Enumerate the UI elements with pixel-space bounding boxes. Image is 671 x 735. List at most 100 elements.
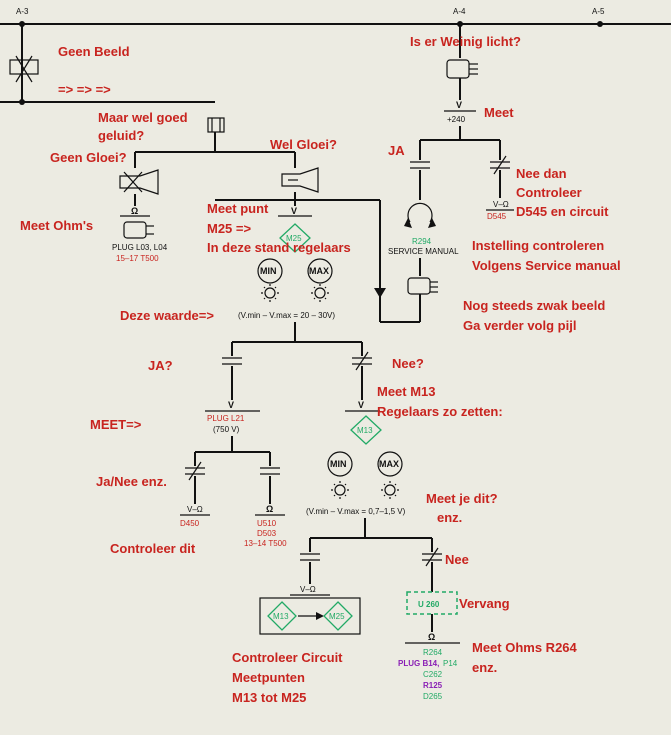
max-knob-2: MAX <box>377 451 403 477</box>
v-symbol-1: V <box>456 100 462 110</box>
note-deze-waarde: Deze waarde=> <box>120 308 214 323</box>
note-instelling: Instelling controleren <box>472 238 604 253</box>
plug-icon <box>207 117 225 133</box>
top-bus <box>0 21 671 105</box>
arrow-down-icon <box>374 288 386 298</box>
plus240: +240 <box>447 115 466 124</box>
crossed-lamp-icon <box>119 169 159 195</box>
note-regelaars-zo: Regelaars zo zetten: <box>377 404 503 419</box>
label-a4: A-4 <box>453 7 466 16</box>
note-nee-q: Nee? <box>392 356 424 371</box>
omega-3: Ω <box>428 632 435 642</box>
svg-text:MAX: MAX <box>379 459 399 469</box>
lamp-icon-top-right <box>446 59 478 79</box>
min-knob-1: MIN <box>257 258 283 284</box>
note-meet-m13: Meet M13 <box>377 384 436 399</box>
lamp-icon-center <box>281 167 319 193</box>
v-symbol-2: V <box>291 206 297 216</box>
note-nee-2: Nee <box>445 552 469 567</box>
light-icon-3 <box>331 481 349 499</box>
m13-m25-box: M13 M25 <box>259 597 361 635</box>
note-maar-wel-goed: Maar wel goed <box>98 110 188 125</box>
note-volgens-service: Volgens Service manual <box>472 258 621 273</box>
crossed-tube-icon <box>9 55 39 83</box>
note-m13-tot-m25: M13 tot M25 <box>232 690 306 705</box>
d265-code: D265 <box>423 692 443 701</box>
note-in-deze-stand: In deze stand regelaars <box>207 240 351 255</box>
omega-1: Ω <box>131 206 138 216</box>
svg-text:M25: M25 <box>329 612 345 621</box>
note-wel-gloei: Wel Gloei? <box>270 137 337 152</box>
m13-diamond-1: M13 <box>350 415 382 445</box>
omega-2: Ω <box>266 504 273 514</box>
note-meet-ohms: Meet Ohm's <box>20 218 93 233</box>
v-symbol-3: V <box>228 400 234 410</box>
potentiometer-icon <box>404 202 436 228</box>
svg-text:MIN: MIN <box>330 459 347 469</box>
plug-b14-code: PLUG B14, <box>398 659 439 668</box>
svg-text:MAX: MAX <box>309 266 329 276</box>
service-manual-tag: SERVICE MANUAL <box>388 247 459 256</box>
note-controleer-dit: Controleer dit <box>110 541 196 556</box>
note-ja-q: JA? <box>148 358 173 373</box>
note-meet-ohms-r264: Meet Ohms R264 <box>472 640 578 655</box>
d545-code: D545 <box>487 212 507 221</box>
svg-text:MIN: MIN <box>260 266 277 276</box>
note-nee-dan: Nee dan <box>516 166 567 181</box>
u260-box: U 260 <box>406 591 458 615</box>
t500-1314-code: 13–14 T500 <box>244 539 287 548</box>
v750: (750 V) <box>213 425 240 434</box>
note-m25-arrow: M25 => <box>207 221 251 236</box>
t500-1517-code: 15–17 T500 <box>116 254 159 263</box>
note-geen-gloei: Geen Gloei? <box>50 150 127 165</box>
note-meet-je-dit: Meet je dit? <box>426 491 498 506</box>
min-knob-2: MIN <box>327 451 353 477</box>
light-icon-1 <box>261 284 279 302</box>
note-vervang: Vervang <box>459 596 510 611</box>
c262-code: C262 <box>423 670 443 679</box>
note-ja: JA <box>388 143 405 158</box>
svg-text:M13: M13 <box>357 426 373 435</box>
note-meet-punt: Meet punt <box>207 201 269 216</box>
note-meet: Meet <box>484 105 514 120</box>
note-meetpunten: Meetpunten <box>232 670 305 685</box>
d450-code: D450 <box>180 519 200 528</box>
note-arrows: => => => <box>58 82 111 97</box>
u510-code: U510 <box>257 519 277 528</box>
formula-1: (V.min – V.max = 20 – 30V) <box>238 311 335 320</box>
r125-code: R125 <box>423 681 443 690</box>
formula-2: (V.min – V.max = 0,7–1,5 V) <box>306 507 406 516</box>
note-is-er-weinig: Is er Weinig licht? <box>410 34 521 49</box>
note-ga-verder: Ga verder volg pijl <box>463 318 576 333</box>
r264-code: R264 <box>423 648 443 657</box>
plug-l21-code: PLUG L21 <box>207 414 245 423</box>
v-omega-d450: V–Ω <box>187 505 203 514</box>
note-geen-beeld: Geen Beeld <box>58 44 130 59</box>
svg-text:M25: M25 <box>286 234 302 243</box>
note-nog-steeds: Nog steeds zwak beeld <box>463 298 605 313</box>
note-d545-circuit: D545 en circuit <box>516 204 609 219</box>
plug-connector-icon <box>123 221 154 239</box>
label-a5: A-5 <box>592 7 605 16</box>
r294-code: R294 <box>412 237 432 246</box>
note-enz-1: enz. <box>437 510 462 525</box>
note-enz-2: enz. <box>472 660 497 675</box>
p14-code: P14 <box>443 659 458 668</box>
light-icon-2 <box>311 284 329 302</box>
note-meet-arrow: MEET=> <box>90 417 142 432</box>
v-omega-3: V–Ω <box>300 585 316 594</box>
m25-diamond-1: M25 <box>279 223 311 253</box>
note-ja-nee: Ja/Nee enz. <box>96 474 167 489</box>
svg-text:U 260: U 260 <box>418 600 440 609</box>
label-a3: A-3 <box>16 7 29 16</box>
light-icon-4 <box>381 481 399 499</box>
note-controleer-circuit: Controleer Circuit <box>232 650 343 665</box>
d503-code: D503 <box>257 529 277 538</box>
plug-l03-code: PLUG L03, L04 <box>112 243 168 252</box>
max-knob-1: MAX <box>307 258 333 284</box>
v-symbol-4: V <box>358 400 364 410</box>
note-geluid: geluid? <box>98 128 144 143</box>
svg-text:M13: M13 <box>273 612 289 621</box>
